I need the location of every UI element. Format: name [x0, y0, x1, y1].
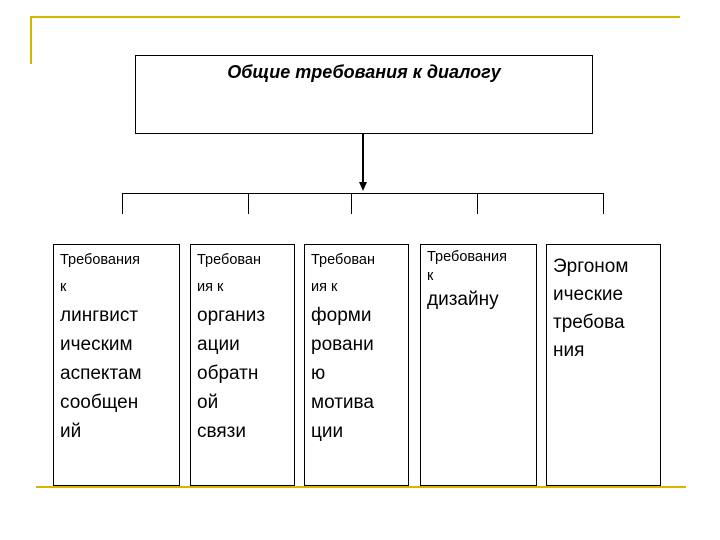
box-big-line: Эргоном: [553, 256, 629, 277]
box-small-line: Требован: [311, 252, 375, 268]
box-small-line: ия к: [197, 279, 224, 295]
box-small-line: Требования: [427, 249, 507, 265]
box-big-line: аспектам: [60, 363, 142, 384]
connector-vertical: [362, 134, 364, 184]
connector-drop-4: [477, 193, 478, 214]
box-big-line: ическим: [60, 334, 133, 355]
box-big-line: сообщен: [60, 392, 139, 413]
box-small-line: Требования: [60, 252, 140, 268]
box-big-line: мотива: [311, 392, 374, 413]
connector-drop-2: [248, 193, 249, 214]
box-big-line: требова: [553, 312, 625, 333]
title-box: [135, 55, 593, 134]
requirement-box-linguistic: Требования к лингвист ическим аспектам с…: [53, 244, 180, 486]
connector-horizontal: [122, 193, 604, 194]
box-big-line: ические: [553, 284, 624, 305]
connector-drop-3: [351, 193, 352, 214]
box-big-line: ации: [197, 334, 240, 355]
box-small-line: к: [427, 268, 434, 284]
accent-line-left: [30, 16, 32, 64]
box-small-line: ия к: [311, 279, 338, 295]
box-big-line: организ: [197, 305, 266, 326]
box-big-line: форми: [311, 305, 372, 326]
box-big-line: ции: [311, 421, 344, 442]
accent-line-top: [30, 16, 680, 18]
box-big-line: ой: [197, 392, 219, 413]
box-big-line: ния: [553, 340, 585, 361]
box-big-line: ю: [311, 363, 326, 384]
connector-drop-5: [603, 193, 604, 214]
arrowhead-icon: [359, 182, 367, 191]
diagram-title: Общие требования к диалогу: [227, 62, 501, 82]
requirement-box-feedback: Требован ия к организ ации обратн ой свя…: [190, 244, 295, 486]
box-big-line: обратн: [197, 363, 259, 384]
connector-drop-1: [122, 193, 123, 214]
requirement-box-motivation: Требован ия к форми ровани ю мотива ции: [304, 244, 409, 486]
box-big-line: дизайну: [427, 289, 499, 310]
box-big-line: лингвист: [60, 305, 139, 326]
box-small-line: Требован: [197, 252, 261, 268]
accent-line-bottom: [36, 486, 686, 488]
box-big-line: ровани: [311, 334, 374, 355]
requirement-box-ergonomic: Эргоном ические требова ния: [546, 244, 661, 486]
box-big-line: ий: [60, 421, 82, 442]
box-small-line: к: [60, 279, 67, 295]
requirement-box-design: Требования к дизайну: [420, 244, 537, 486]
box-big-line: связи: [197, 421, 246, 442]
